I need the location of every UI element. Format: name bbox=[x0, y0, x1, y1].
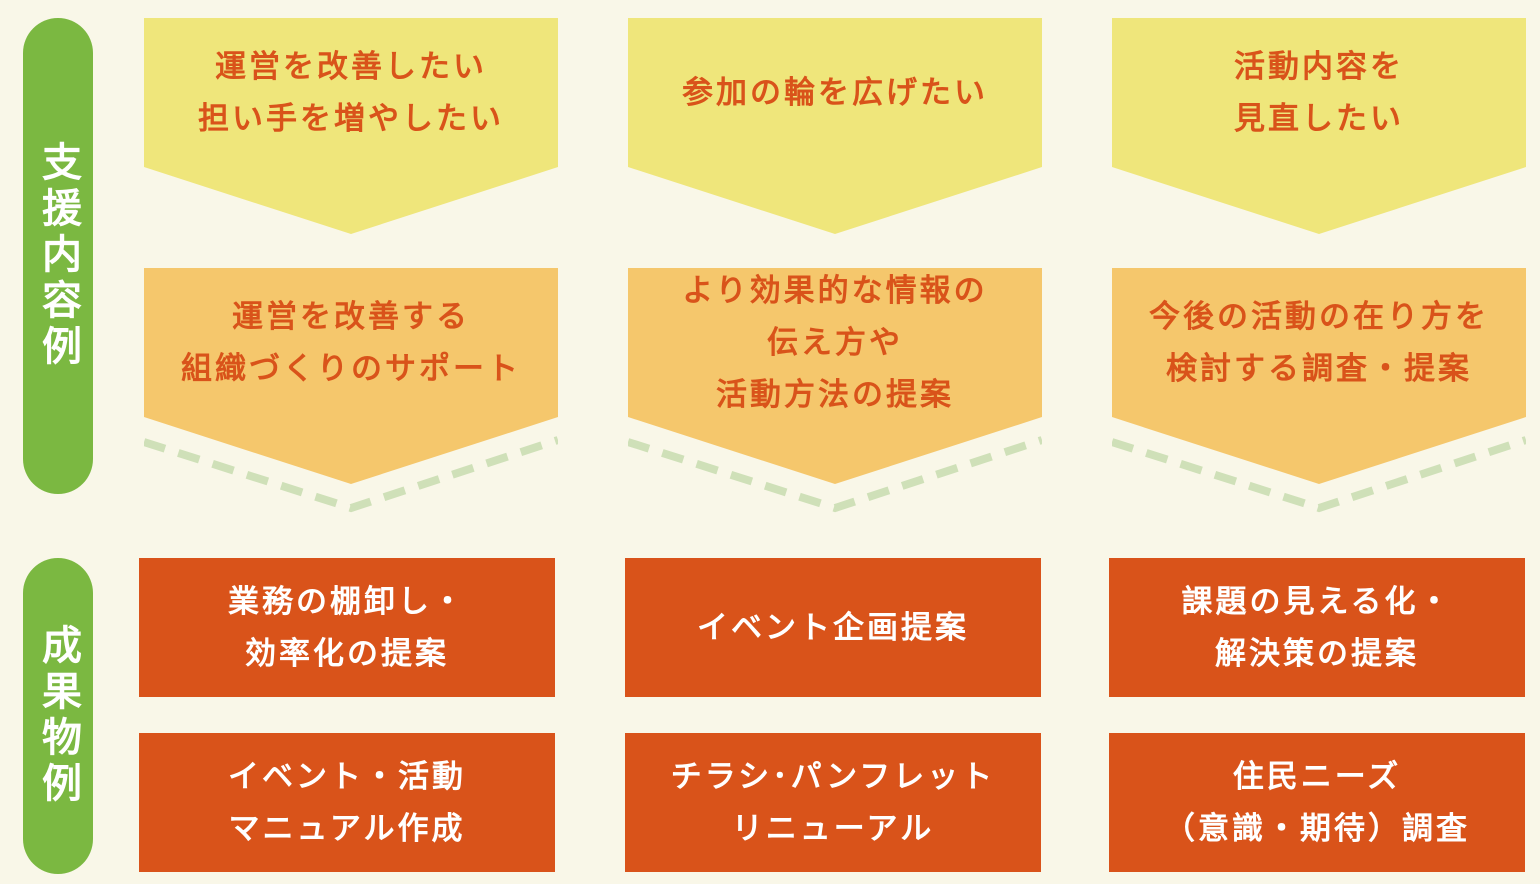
need-3: 活動内容を 見直したい bbox=[1112, 18, 1526, 234]
output-2-2: チラシ･パンフレット リニューアル bbox=[625, 733, 1041, 872]
need-2: 参加の輪を広げたい bbox=[628, 18, 1042, 234]
output-examples-label: 成果物例 bbox=[23, 558, 93, 874]
dashed-divider-3 bbox=[1112, 436, 1526, 513]
output-3-2: 住民ニーズ （意識・期待）調査 bbox=[1109, 733, 1525, 872]
output-1-2: イベント・活動 マニュアル作成 bbox=[139, 733, 555, 872]
output-2-1: イベント企画提案 bbox=[625, 558, 1041, 697]
output-1-1: 業務の棚卸し・ 効率化の提案 bbox=[139, 558, 555, 697]
support-examples-label: 支援内容例 bbox=[23, 18, 93, 494]
dashed-divider-1 bbox=[144, 436, 558, 513]
output-3-1: 課題の見える化・ 解決策の提案 bbox=[1109, 558, 1525, 697]
dashed-divider-2 bbox=[628, 436, 1042, 513]
need-1: 運営を改善したい 担い手を増やしたい bbox=[144, 18, 558, 234]
